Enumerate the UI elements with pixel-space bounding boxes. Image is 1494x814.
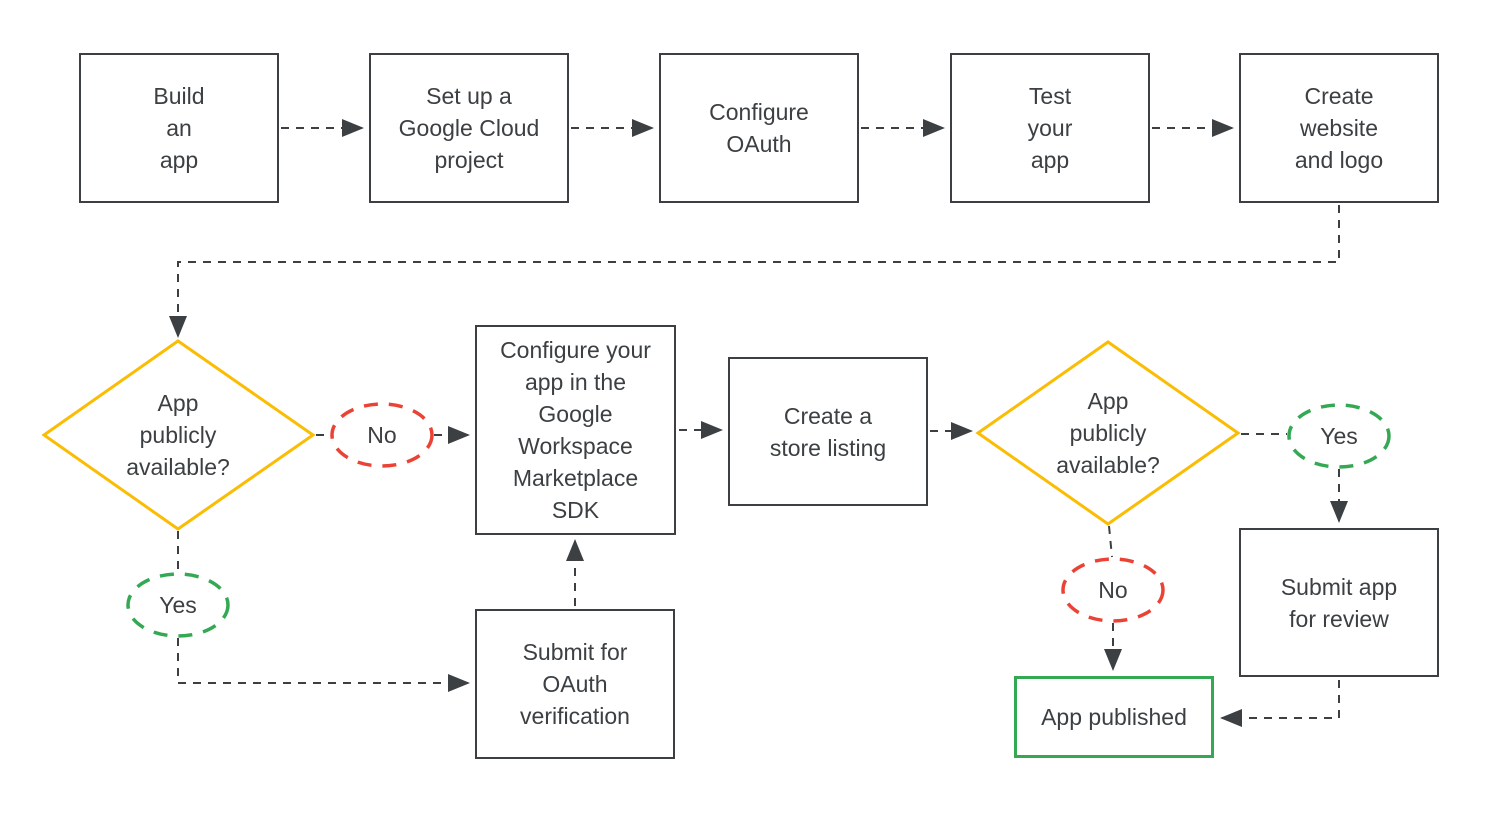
node-store-listing: Create a store listing bbox=[728, 357, 928, 506]
node-configure-sdk: Configure your app in the Google Workspa… bbox=[475, 325, 676, 535]
decision1-diamond bbox=[41, 339, 316, 531]
no1-ellipse bbox=[330, 402, 434, 468]
node-build-app: Build an app bbox=[79, 53, 279, 203]
no2-ellipse bbox=[1061, 557, 1165, 623]
edge-decision2-to-no2 bbox=[1108, 525, 1113, 558]
node-setup-project: Set up a Google Cloud project bbox=[369, 53, 569, 203]
node-test-app: Test your app bbox=[950, 53, 1150, 203]
node-submit-oauth: Submit for OAuth verification bbox=[475, 609, 675, 759]
decision2-diamond bbox=[975, 340, 1241, 526]
edge-website-to-decision1 bbox=[169, 205, 1340, 338]
decision-diamonds bbox=[41, 339, 1241, 531]
node-configure-oauth: Configure OAuth bbox=[659, 53, 859, 203]
answer-ellipses bbox=[126, 402, 1391, 638]
yes2-ellipse bbox=[1287, 403, 1391, 469]
edge-yes1-to-oauth-verify bbox=[177, 638, 470, 692]
yes1-ellipse bbox=[126, 572, 230, 638]
node-submit-review: Submit app for review bbox=[1239, 528, 1439, 677]
node-app-published: App published bbox=[1014, 676, 1214, 758]
edge-review-to-published bbox=[1220, 680, 1340, 727]
node-create-website: Create website and logo bbox=[1239, 53, 1439, 203]
dashed-connectors bbox=[169, 119, 1348, 727]
